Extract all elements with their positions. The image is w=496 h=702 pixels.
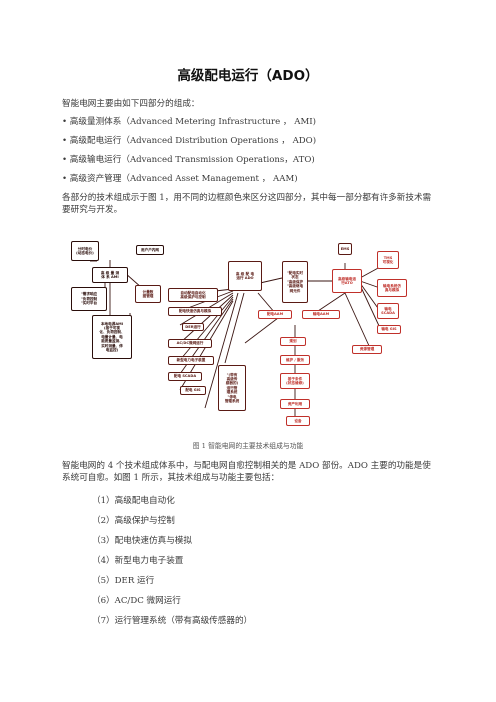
technology-diagram: 分时电价 (动态电价) 用户户内网 高 级 量 测 体 系 AMI 计量数 据管… — [70, 233, 427, 438]
realtime-state-box: "配电实时 状态 "高级保护 "高级继电 网元件 — [282, 261, 308, 303]
connector-lines — [90, 260, 381, 416]
local-ami-box: 本地电源AMI (基于可视 化、负荷控制、 电量计量、电 能质量监测、 实时测量… — [92, 315, 132, 359]
meter-data-mgmt-box: 计量数 据管理 — [135, 285, 161, 303]
trans-scada-box: 输电 SCADA — [377, 303, 399, 319]
bullet-ami: • 高级量测体系（Advanced Metering Infrastructur… — [62, 117, 317, 127]
paragraph-1: 各部分的技术组成示于图 1，用不同的边框颜色来区分这四部分，其中每一部分都有许多… — [62, 193, 432, 215]
condition-based-box: 基于条件 (状态维修) — [280, 373, 310, 389]
microgrid-box: AC/DC微网运行 — [168, 339, 212, 348]
trans-aam-box: 输电AAM — [302, 310, 340, 319]
page-title: 高级配电运行（ADO） — [177, 68, 319, 84]
home-network-box: 用户户内网 — [136, 245, 164, 255]
ato-box: 高级输电运 行ATO — [332, 269, 362, 293]
asset-utilization-box: 资产利用 — [280, 399, 310, 409]
item-2: （2）高级保护与控制 — [92, 516, 175, 526]
planning-box: 规划 — [280, 337, 306, 346]
item-7: （7）运行管理系统（带有高级传感器的） — [92, 616, 253, 626]
tms-visualization-box: TMS 可视化 — [377, 251, 399, 269]
bullet-ato: • 高级输电运行（Advanced Transmission Operation… — [62, 155, 315, 165]
trans-simulation-box: 输电系统仿 真与模拟 — [377, 279, 407, 297]
ems-box: EMS — [338, 243, 352, 255]
dist-gis-box: 配电 GIS — [180, 386, 206, 395]
item-4: （4）新型电力电子装置 — [92, 556, 184, 566]
maintenance-box: 维护 / 服务 — [280, 355, 310, 365]
paragraph-2: 智能电网的 4 个技术组成体系中，与配电网自愈控制相关的是 ADO 部份。ADO… — [62, 461, 431, 483]
der-operation-box: DER运行 — [182, 323, 204, 331]
item-3: （3）配电快速仿真与模拟 — [92, 536, 192, 546]
fast-simulation-box: 配电快速仿真与模拟 — [168, 307, 222, 316]
resource-mgmt-box: 资源管理 — [352, 345, 382, 354]
bullet-aam: • 高级资产管理（Advanced Asset Management ， AAM… — [62, 174, 298, 184]
item-5: （5）DER 运行 — [92, 576, 155, 586]
bullet-ado: • 高级配电运行（Advanced Distribution Operation… — [62, 136, 317, 146]
ado-box: 高 级 配 电 运行 ADO — [228, 261, 262, 291]
operation-mgmt-box: "(带有 高级传 感器的) 运行管 理系统 "停电 管理系统 — [218, 365, 246, 411]
equipment-box: 设备 — [286, 416, 310, 426]
power-electronics-box: 新型电力电子装置 — [168, 356, 214, 365]
dynamic-pricing-box: 分时电价 (动态电价) — [71, 241, 99, 261]
distribution-automation-box: 自动配电自动化 高级保护与控制 — [168, 288, 218, 302]
demand-response-box: "需求响应 "负荷控制 "实时平台 — [71, 287, 107, 311]
ami-box: 高 级 量 测 体 系 AMI — [92, 267, 128, 283]
item-1: （1）高级配电自动化 — [92, 496, 175, 506]
dist-aam-box: 配电AAM — [258, 310, 292, 319]
item-6: （6）AC/DC 微网运行 — [92, 596, 181, 606]
dist-scada-box: 配电 SCADA — [168, 372, 202, 381]
intro-text: 智能电网主要由如下四部分的组成： — [62, 99, 200, 109]
figure-caption: 图 1 智能电网的主要技术组成与功能 — [192, 442, 304, 450]
trans-gis-box: 输电 GIS — [377, 325, 401, 334]
